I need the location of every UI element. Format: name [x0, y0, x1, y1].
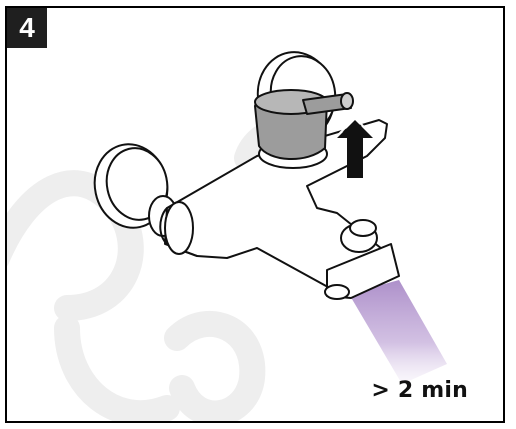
- duration-label: > 2 min: [371, 378, 468, 403]
- step-number-badge: 4: [7, 8, 47, 48]
- step-panel: 4 > 2 min: [5, 6, 505, 423]
- faucet-illustration: [7, 8, 505, 423]
- water-stream: [349, 280, 447, 384]
